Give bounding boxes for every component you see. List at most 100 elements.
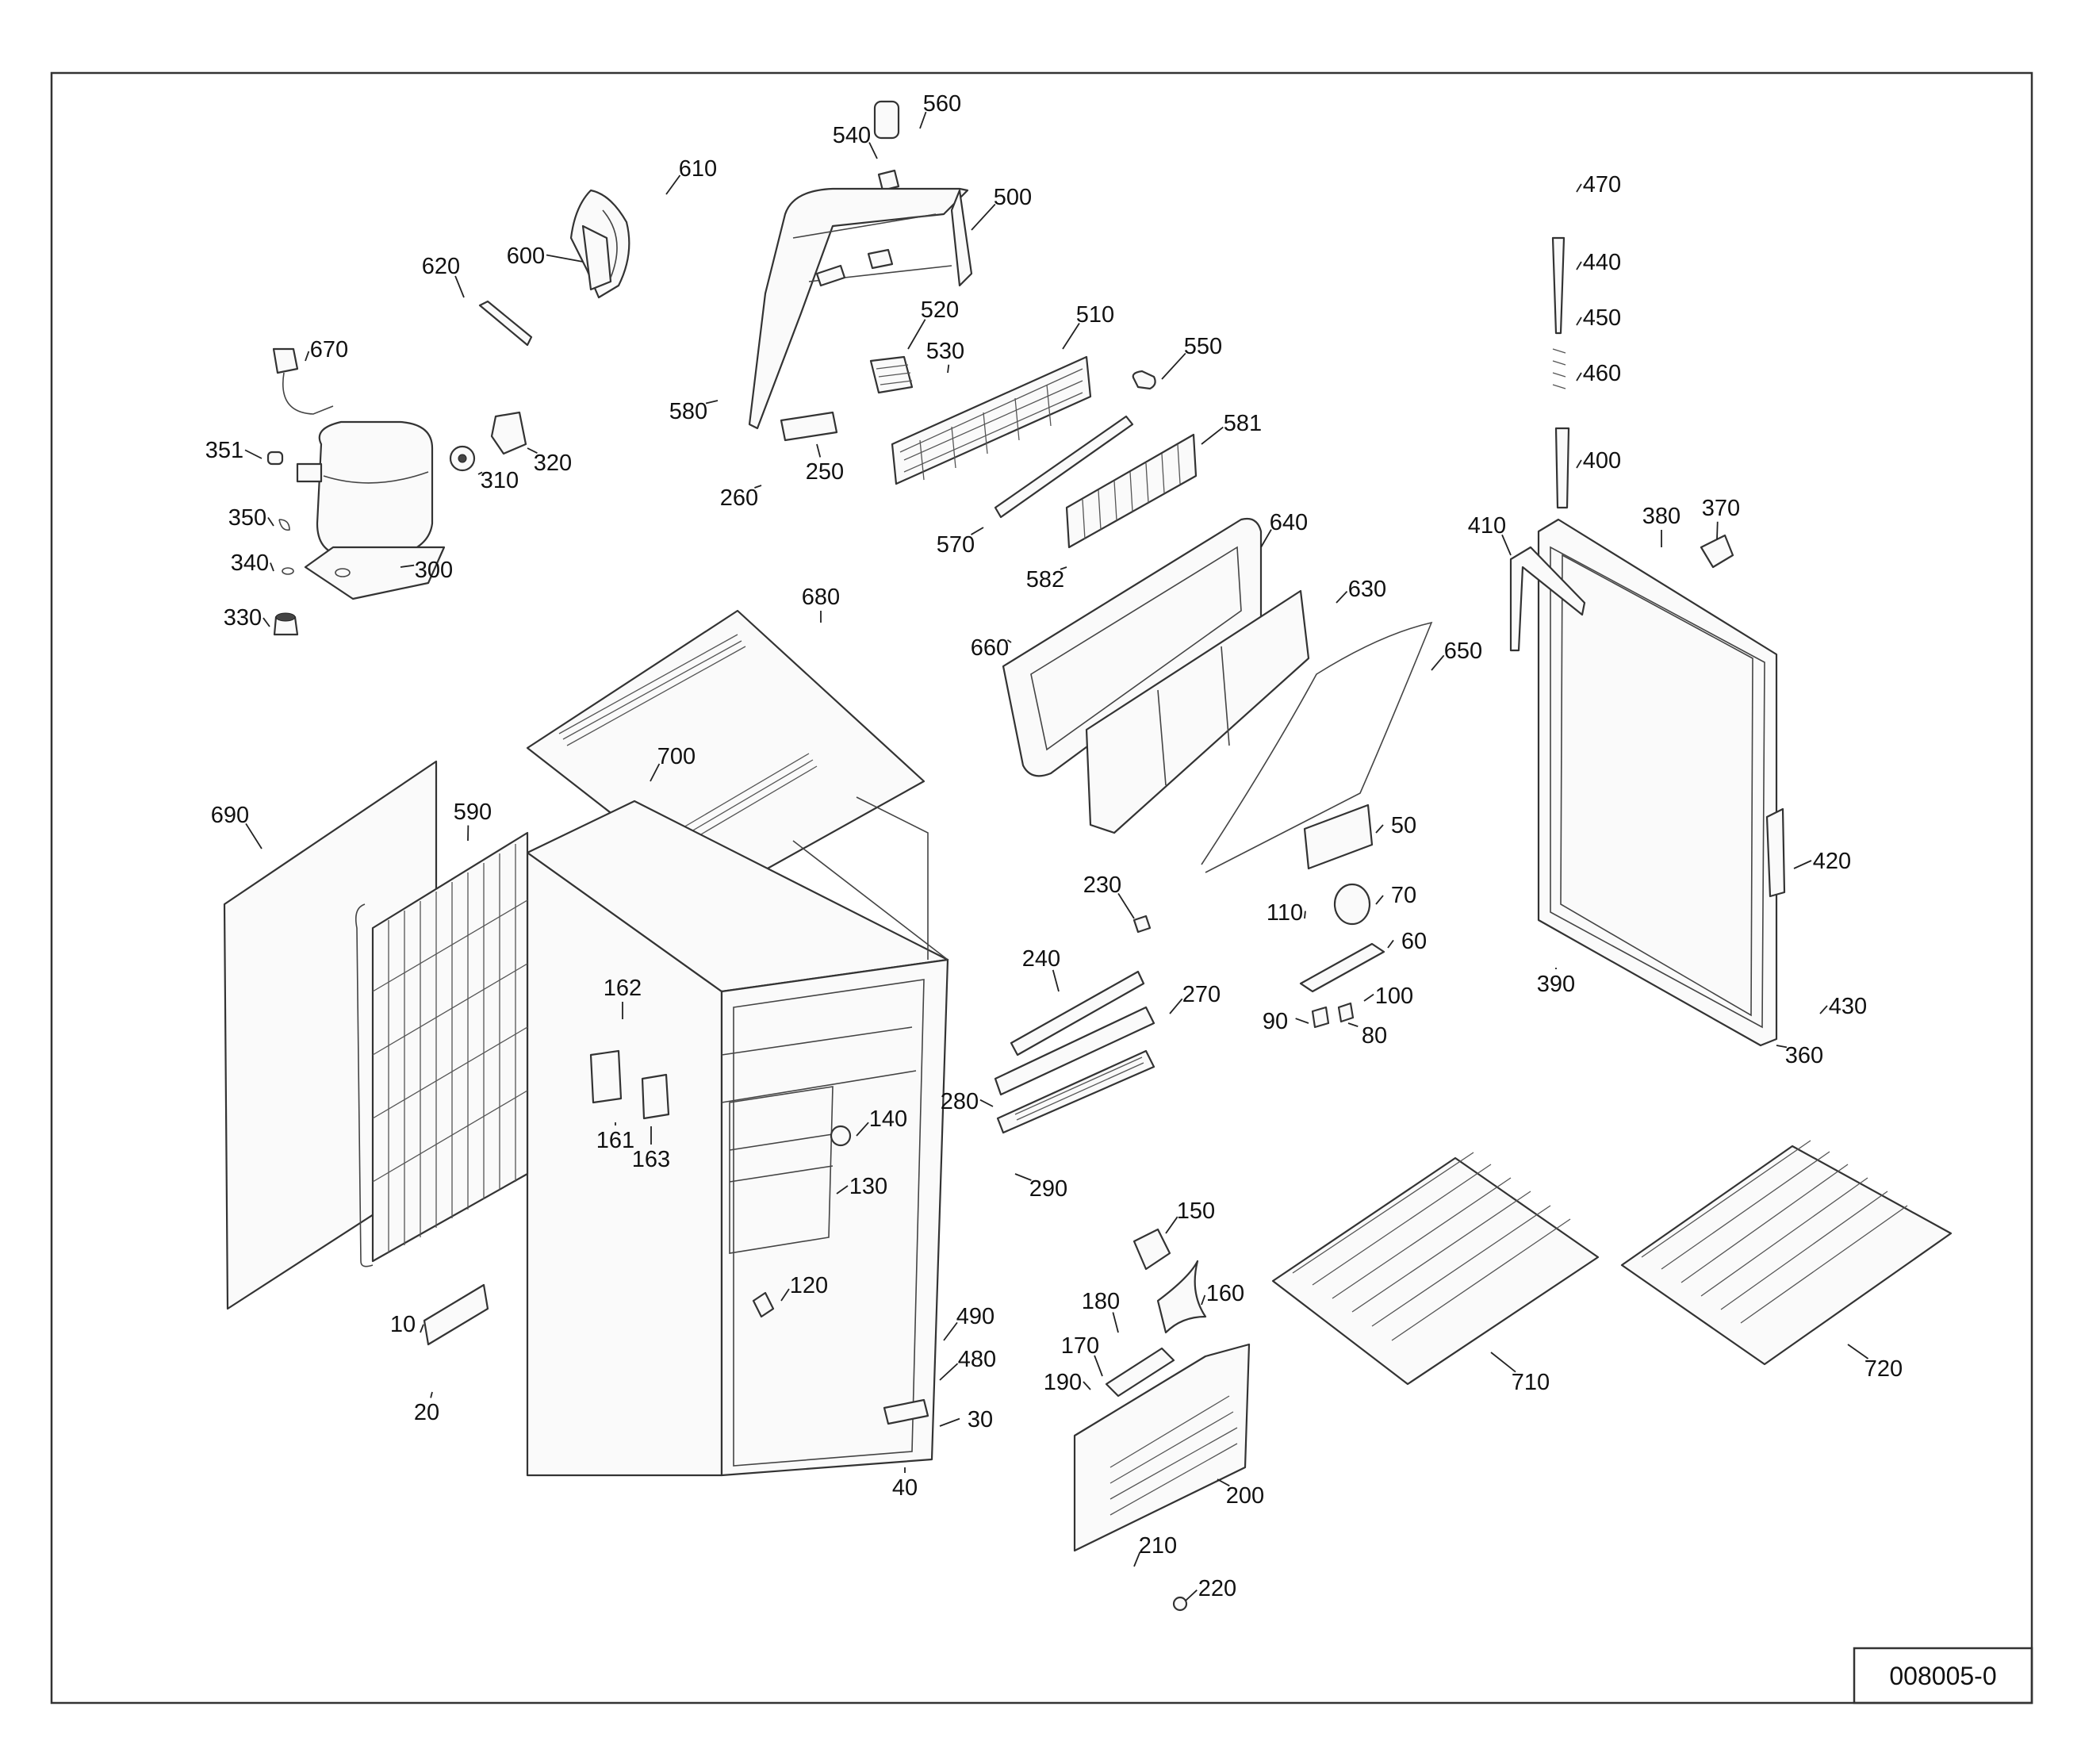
leader-260 [754,485,762,489]
fan-shroud-200 [1073,1343,1251,1552]
rail-10 [423,1283,489,1346]
leader-230 [1117,892,1135,919]
callout-560: 560 [923,91,961,117]
leader-510 [1062,323,1080,350]
fan-motor [569,189,630,299]
callout-161: 161 [596,1128,634,1153]
pin-400 [1554,427,1570,509]
callout-260: 260 [720,485,758,511]
leader-400 [1576,459,1582,469]
leader-480 [939,1363,959,1381]
condenser-590 [354,831,529,1267]
callout-230: 230 [1083,872,1121,898]
leader-130 [836,1185,849,1195]
leader-410 [1501,534,1512,556]
leader-700 [650,763,661,782]
leader-720 [1847,1344,1869,1359]
callout-700: 700 [657,744,696,769]
part-230 [1132,915,1152,934]
part-50 [1303,803,1374,870]
callout-270: 270 [1182,982,1221,1007]
callout-310: 310 [481,468,519,493]
leader-470 [1576,183,1582,193]
part-120 [752,1291,775,1318]
bracket-60 [1299,942,1385,993]
bolt-440 [1551,236,1566,335]
leader-280 [979,1099,994,1107]
callout-610: 610 [679,156,717,182]
lock-370 [1700,534,1734,569]
callout-630: 630 [1348,577,1386,602]
leader-600 [546,254,584,263]
compressor-assembly [266,347,527,636]
callout-510: 510 [1076,302,1114,328]
callout-490: 490 [956,1304,995,1329]
callout-360: 360 [1785,1043,1823,1068]
handle-420 [1765,807,1786,898]
rod-620 [478,300,533,347]
leader-10 [420,1324,424,1333]
callout-351: 351 [205,438,243,463]
callout-280: 280 [941,1089,979,1114]
callout-10: 10 [390,1312,416,1337]
callout-110: 110 [1267,900,1303,926]
leader-140 [856,1122,869,1137]
leader-50 [1375,824,1384,834]
vent-grille-510 [891,355,1092,485]
film-650 [1201,621,1433,873]
leader-300 [400,564,415,568]
shelf-720 [1620,1140,1953,1366]
callout-170: 170 [1061,1333,1099,1359]
fan-motor-150 [1132,1228,1171,1271]
callout-580: 580 [669,399,707,424]
leader-250 [816,443,822,458]
shelf-710 [1271,1152,1600,1386]
leader-150 [1165,1216,1178,1234]
leader-330 [263,617,270,627]
leader-581 [1201,426,1224,445]
callout-720: 720 [1864,1356,1903,1382]
leader-370 [1716,521,1719,540]
leader-580 [705,400,719,405]
housing-270 [994,1006,1155,1096]
leader-640 [1260,529,1272,548]
leader-30 [939,1417,960,1427]
callout-120: 120 [790,1273,828,1298]
rod-570 [994,415,1134,519]
callout-520: 520 [921,297,959,323]
leader-350 [267,517,274,527]
callout-500: 500 [994,185,1032,210]
knob-140 [830,1125,852,1147]
leader-351 [244,449,263,459]
callout-40: 40 [892,1475,918,1501]
callout-380: 380 [1642,504,1681,529]
callout-550: 550 [1184,334,1222,359]
leader-460 [1576,372,1582,382]
callout-410: 410 [1468,513,1506,539]
callout-180: 180 [1082,1289,1120,1314]
part-70 [1333,883,1371,926]
callout-480: 480 [958,1347,996,1372]
leader-190 [1083,1381,1091,1390]
leader-120 [780,1288,790,1302]
leader-170 [1094,1355,1103,1377]
leader-710 [1490,1352,1516,1373]
callout-240: 240 [1022,946,1060,972]
drawing-number-box [1853,1647,2033,1705]
callout-650: 650 [1444,638,1482,664]
callout-130: 130 [849,1174,887,1199]
leader-270 [1169,998,1183,1014]
leader-530 [947,364,950,374]
callout-640: 640 [1270,510,1308,535]
leader-210 [1133,1551,1141,1567]
grommet-550 [1132,370,1156,390]
leader-450 [1576,316,1582,326]
callout-163: 163 [632,1147,670,1172]
drawing-frame [50,71,2033,1705]
leader-500 [971,203,996,231]
callout-660: 660 [971,635,1009,661]
leader-520 [907,319,926,350]
leader-660 [1006,639,1012,643]
callout-340: 340 [231,550,269,576]
